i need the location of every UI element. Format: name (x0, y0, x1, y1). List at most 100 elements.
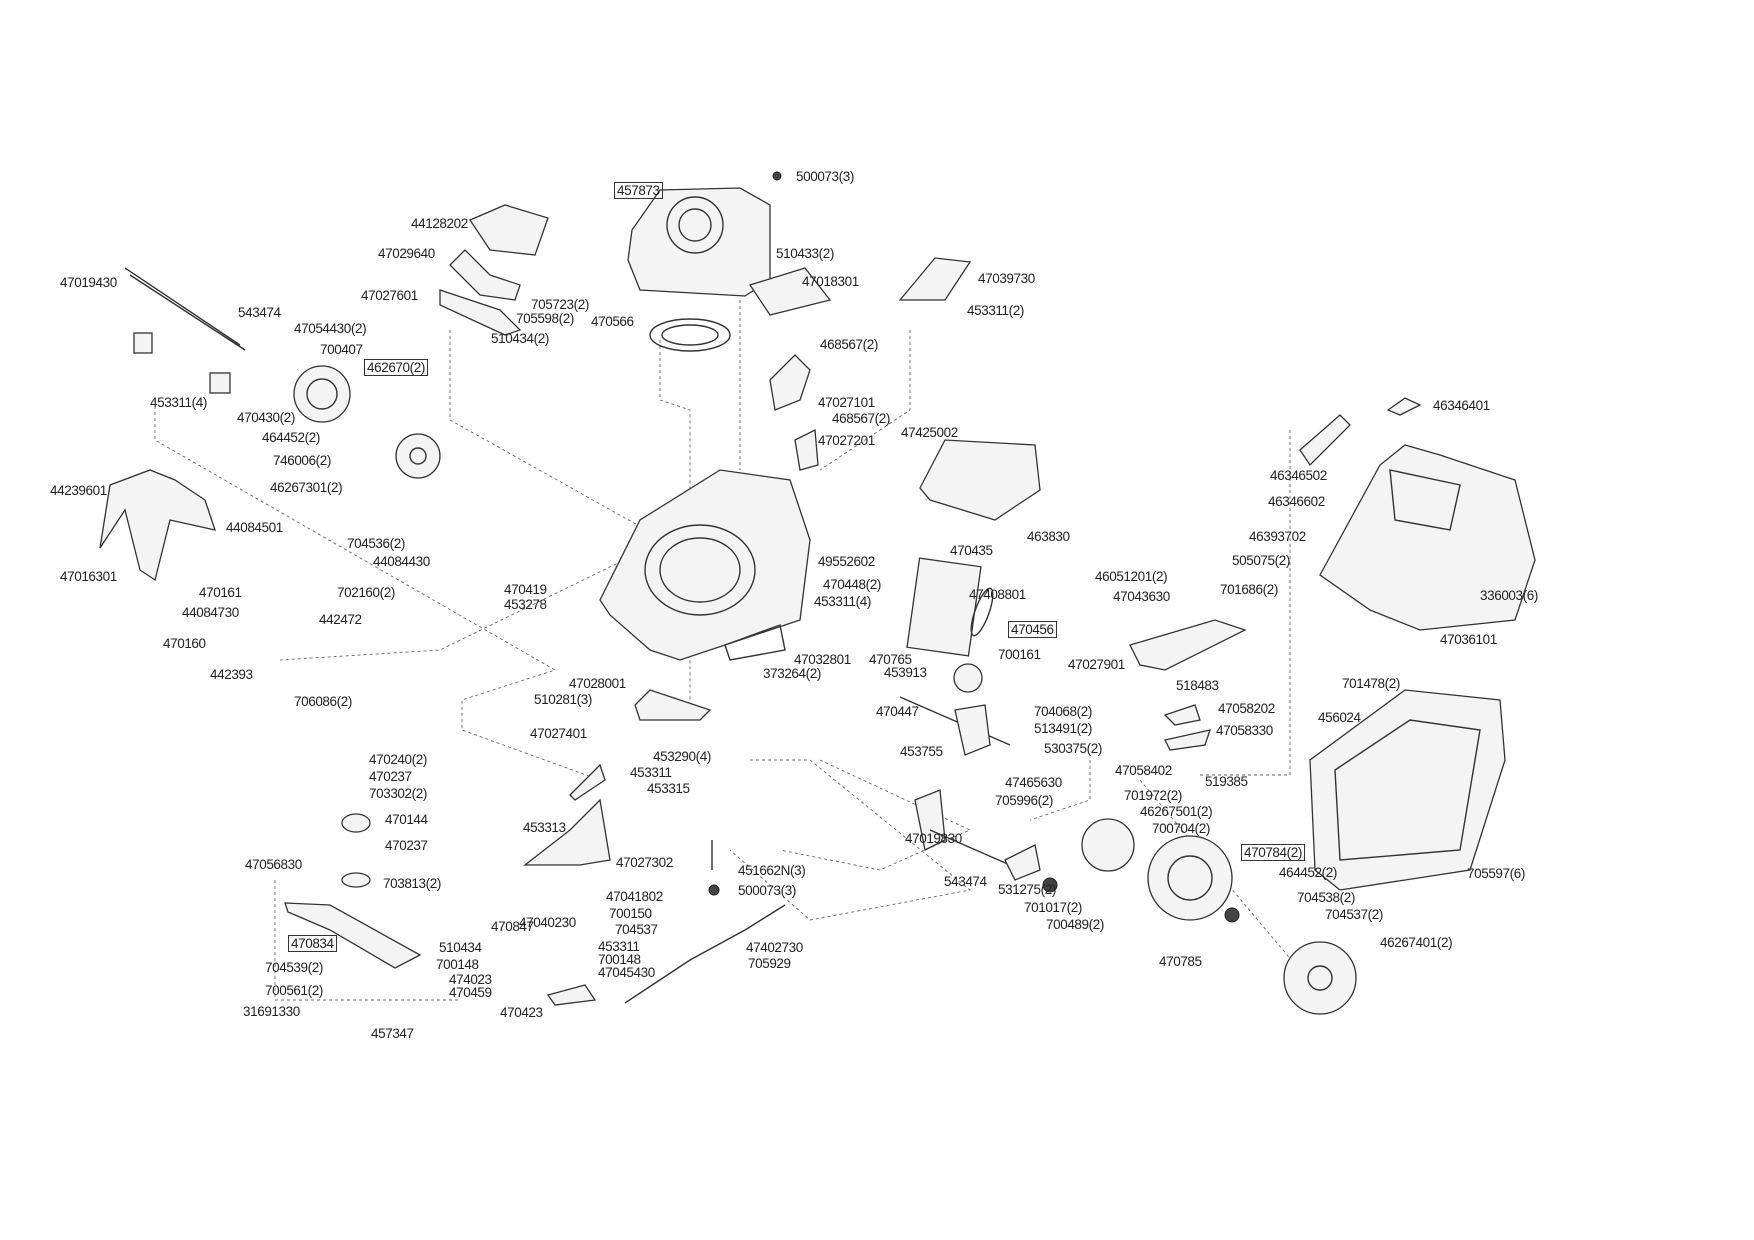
part-label-470237[interactable]: 470237 (385, 838, 428, 853)
part-label-7033022[interactable]: 703302(2) (369, 786, 427, 801)
part-label-7004892[interactable]: 700489(2) (1046, 917, 1104, 932)
part-label-510434[interactable]: 510434 (439, 940, 482, 955)
part-label-453311[interactable]: 453311 (598, 939, 640, 954)
part-label-470160[interactable]: 470160 (163, 636, 206, 651)
part-label-47016301[interactable]: 47016301 (60, 569, 117, 584)
part-label-462673012[interactable]: 46267301(2) (270, 480, 343, 495)
part-label-442393[interactable]: 442393 (210, 667, 253, 682)
part-label-5102813[interactable]: 510281(3) (534, 692, 592, 707)
part-label-470544302[interactable]: 47054430(2) (294, 321, 367, 336)
part-label-453315[interactable]: 453315 (647, 781, 690, 796)
part-label-5104342[interactable]: 510434(2) (491, 331, 549, 346)
part-label-7010172[interactable]: 701017(2) (1024, 900, 1082, 915)
part-label-700161[interactable]: 700161 (998, 647, 1041, 662)
part-label-700148[interactable]: 700148 (436, 957, 479, 972)
part-label-47019830[interactable]: 47019830 (905, 831, 962, 846)
part-label-7016862[interactable]: 701686(2) (1220, 582, 1278, 597)
part-label-7460062[interactable]: 746006(2) (273, 453, 331, 468)
part-label-7038132[interactable]: 703813(2) (383, 876, 441, 891)
part-label-705929[interactable]: 705929 (748, 956, 791, 971)
part-label-47058202[interactable]: 47058202 (1218, 701, 1275, 716)
part-label-7007042[interactable]: 700704(2) (1152, 821, 1210, 836)
part-label-457873[interactable]: 457873 (614, 182, 663, 199)
part-label-47039730[interactable]: 47039730 (978, 271, 1035, 286)
part-label-47408801[interactable]: 47408801 (969, 587, 1026, 602)
part-label-5050752[interactable]: 505075(2) (1232, 553, 1290, 568)
part-label-47018301[interactable]: 47018301 (802, 274, 859, 289)
part-label-46393702[interactable]: 46393702 (1249, 529, 1306, 544)
part-label-470447[interactable]: 470447 (876, 704, 919, 719)
part-label-47027901[interactable]: 47027901 (1068, 657, 1125, 672)
part-label-453913[interactable]: 453913 (884, 665, 927, 680)
part-label-47036101[interactable]: 47036101 (1440, 632, 1497, 647)
part-label-44128202[interactable]: 44128202 (411, 216, 468, 231)
part-label-442472[interactable]: 442472 (319, 612, 362, 627)
part-label-47027601[interactable]: 47027601 (361, 288, 418, 303)
part-label-47045430[interactable]: 47045430 (598, 965, 655, 980)
part-label-31691330[interactable]: 31691330 (243, 1004, 300, 1019)
part-label-470834[interactable]: 470834 (288, 935, 337, 952)
part-label-470459[interactable]: 470459 (449, 985, 492, 1000)
part-label-7040682[interactable]: 704068(2) (1034, 704, 1092, 719)
part-label-44084430[interactable]: 44084430 (373, 554, 430, 569)
part-label-470161[interactable]: 470161 (199, 585, 242, 600)
part-label-543474[interactable]: 543474 (238, 305, 281, 320)
part-label-470423[interactable]: 470423 (500, 1005, 543, 1020)
part-label-44084730[interactable]: 44084730 (182, 605, 239, 620)
part-label-457347[interactable]: 457347 (371, 1026, 414, 1041)
part-label-4626702[interactable]: 462670(2) (364, 359, 428, 376)
part-label-460512012[interactable]: 46051201(2) (1095, 569, 1168, 584)
part-label-456024[interactable]: 456024 (1318, 710, 1361, 725)
part-label-46346401[interactable]: 46346401 (1433, 398, 1490, 413)
part-label-453313[interactable]: 453313 (523, 820, 566, 835)
part-label-7059962[interactable]: 705996(2) (995, 793, 1053, 808)
part-label-700150[interactable]: 700150 (609, 906, 652, 921)
part-label-7005612[interactable]: 700561(2) (265, 983, 323, 998)
part-label-47465630[interactable]: 47465630 (1005, 775, 1062, 790)
part-label-5134912[interactable]: 513491(2) (1034, 721, 1092, 736)
part-label-470847[interactable]: 470847 (491, 919, 534, 934)
part-label-7021602[interactable]: 702160(2) (337, 585, 395, 600)
part-label-474023[interactable]: 474023 (449, 972, 492, 987)
part-label-5312752[interactable]: 531275(2) (998, 882, 1056, 897)
part-label-704537[interactable]: 704537 (615, 922, 658, 937)
part-label-470765[interactable]: 470765 (869, 652, 912, 667)
part-label-4533114[interactable]: 453311(4) (814, 594, 871, 609)
part-label-4707842[interactable]: 470784(2) (1241, 844, 1305, 861)
part-label-453278[interactable]: 453278 (504, 597, 547, 612)
part-label-4685672[interactable]: 468567(2) (832, 411, 890, 426)
part-label-44084501[interactable]: 44084501 (226, 520, 283, 535)
part-label-47402730[interactable]: 47402730 (746, 940, 803, 955)
part-label-5000733[interactable]: 500073(3) (796, 169, 854, 184)
part-label-7055976[interactable]: 705597(6) (1467, 866, 1525, 881)
part-label-3360036[interactable]: 336003(6) (1480, 588, 1538, 603)
part-label-7057232[interactable]: 705723(2) (531, 297, 589, 312)
part-label-47040230[interactable]: 47040230 (519, 915, 576, 930)
part-label-700148[interactable]: 700148 (598, 952, 641, 967)
part-label-47019430[interactable]: 47019430 (60, 275, 117, 290)
part-label-5104332[interactable]: 510433(2) (776, 246, 834, 261)
part-label-46346502[interactable]: 46346502 (1270, 468, 1327, 483)
part-label-451662n3[interactable]: 451662N(3) (738, 863, 806, 878)
part-label-470785[interactable]: 470785 (1159, 954, 1202, 969)
part-label-47027101[interactable]: 47027101 (818, 395, 875, 410)
part-label-4644522[interactable]: 464452(2) (1279, 865, 1337, 880)
part-label-470144[interactable]: 470144 (385, 812, 428, 827)
part-label-470456[interactable]: 470456 (1008, 621, 1057, 638)
part-label-7045372[interactable]: 704537(2) (1325, 907, 1383, 922)
part-label-470237[interactable]: 470237 (369, 769, 412, 784)
part-label-463830[interactable]: 463830 (1027, 529, 1070, 544)
part-label-5303752[interactable]: 530375(2) (1044, 741, 1102, 756)
part-label-4704482[interactable]: 470448(2) (823, 577, 881, 592)
part-label-462675012[interactable]: 46267501(2) (1140, 804, 1213, 819)
part-label-4644522[interactable]: 464452(2) (262, 430, 320, 445)
part-label-7045392[interactable]: 704539(2) (265, 960, 323, 975)
part-label-518483[interactable]: 518483 (1176, 678, 1219, 693)
part-label-7045382[interactable]: 704538(2) (1297, 890, 1355, 905)
part-label-7019722[interactable]: 701972(2) (1124, 788, 1182, 803)
part-label-47058330[interactable]: 47058330 (1216, 723, 1273, 738)
part-label-519385[interactable]: 519385 (1205, 774, 1248, 789)
part-label-7060862[interactable]: 706086(2) (294, 694, 352, 709)
part-label-4533114[interactable]: 453311(4) (150, 395, 207, 410)
part-label-7014782[interactable]: 701478(2) (1342, 676, 1400, 691)
